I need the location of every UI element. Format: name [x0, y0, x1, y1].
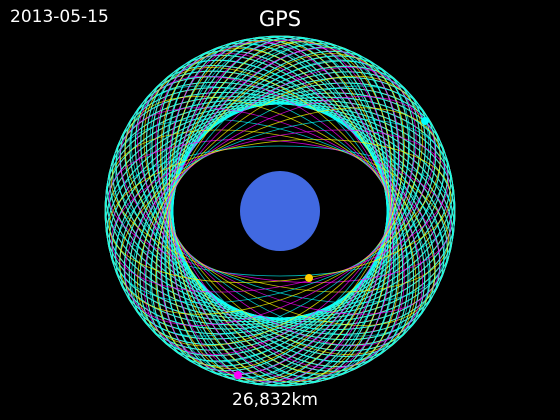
orbit-track [143, 67, 417, 355]
orbit-track [114, 118, 446, 304]
orbit-track [130, 85, 430, 337]
orbit-track [139, 60, 421, 362]
orbit-track [167, 41, 393, 381]
title-label: GPS [258, 7, 302, 31]
orbit-rosette [108, 39, 452, 383]
orbit-track [137, 75, 423, 347]
orbit-track [168, 39, 392, 383]
satellite-layer [234, 117, 429, 379]
orbit-track [164, 44, 396, 378]
orbit-track [149, 59, 411, 363]
orbit-track [160, 48, 400, 374]
orbit-track [114, 118, 446, 304]
orbit-track [108, 145, 452, 277]
orbit-track [164, 44, 396, 378]
earth-layer [188, 161, 372, 261]
orbit-track [111, 129, 449, 293]
orbit-track [124, 96, 436, 326]
orbit-track [108, 139, 452, 283]
distance-label: 26,832km [232, 390, 318, 410]
orbit-track [119, 107, 441, 315]
orbit-track [124, 96, 436, 326]
orbit-track [111, 129, 449, 293]
satellite-magenta [234, 371, 242, 379]
orbit-tracks [104, 35, 456, 387]
orbit-track [155, 53, 405, 369]
orbit-track [119, 107, 441, 315]
orbit-track [149, 59, 411, 363]
orbit-track [108, 139, 452, 283]
earth [240, 171, 320, 251]
orbit-track [143, 67, 417, 355]
satellite-yellow [305, 274, 313, 282]
date-label: 2013-05-15 [10, 7, 109, 27]
orbit-track [130, 85, 430, 337]
satellite-cyan [421, 117, 429, 125]
orbit-track [160, 48, 400, 374]
